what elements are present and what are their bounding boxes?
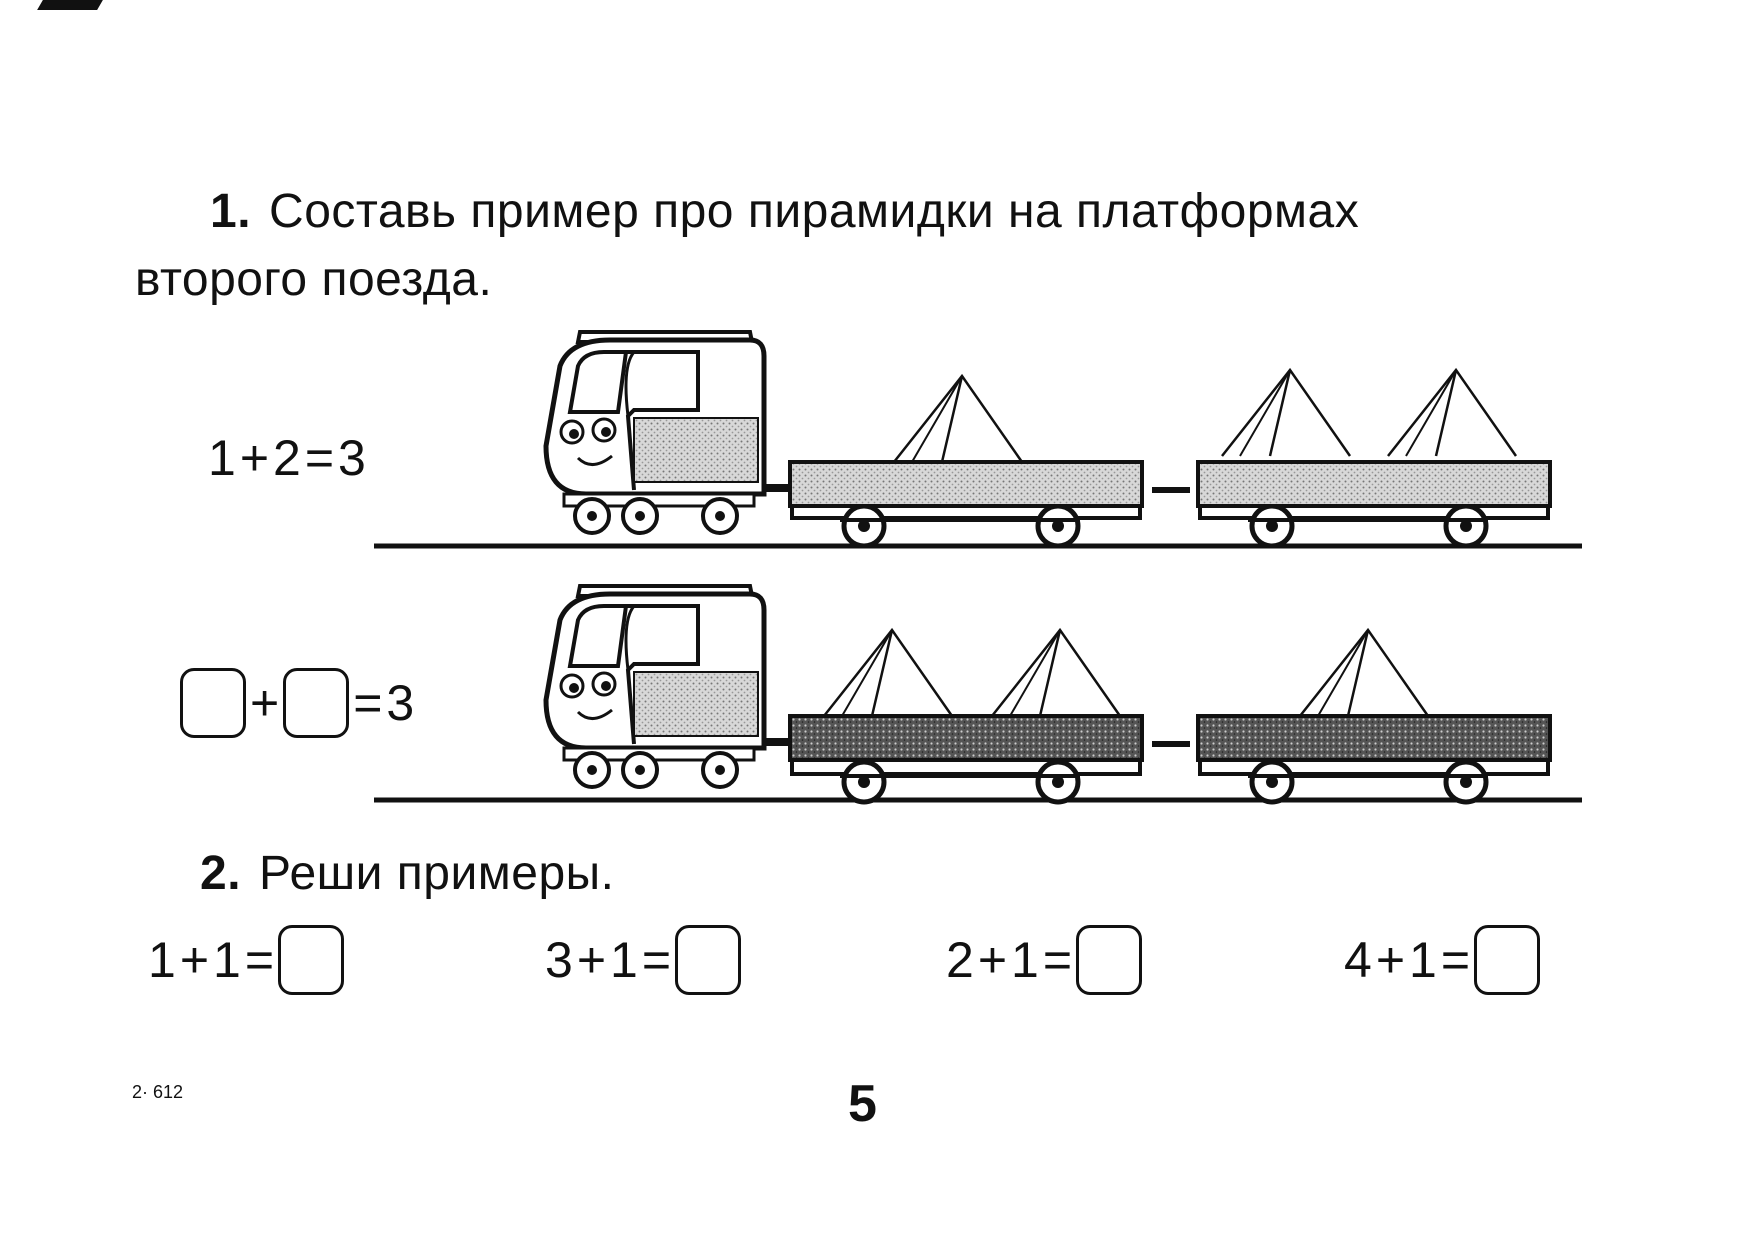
eq-result: 3 xyxy=(386,675,415,731)
print-code: 2· 612 xyxy=(132,1082,184,1102)
answer-box[interactable] xyxy=(283,668,350,738)
page-number: 5 xyxy=(848,1075,877,1133)
answer-box[interactable] xyxy=(1076,925,1143,995)
train1-equation: 1 + 2 = 3 xyxy=(208,428,366,488)
plus-sign: + xyxy=(179,932,210,988)
answer-box[interactable] xyxy=(1474,925,1541,995)
task1-heading: 1. Составь пример про пирамидки на платфо… xyxy=(210,180,1359,244)
equals-sign: = xyxy=(1042,932,1073,988)
platform-wagon xyxy=(1196,628,1552,802)
eq-operand: 1 xyxy=(610,932,638,988)
equals-sign: = xyxy=(304,430,335,486)
equals-sign: = xyxy=(244,932,275,988)
eq-operand: 1 xyxy=(1409,932,1437,988)
eq-operand: 4 xyxy=(1344,932,1372,988)
eq-operand: 1 xyxy=(213,932,241,988)
equals-sign: = xyxy=(641,932,672,988)
task2-example: 1 + 1 = xyxy=(148,925,345,995)
equals-sign: = xyxy=(1440,932,1471,988)
plus-sign: + xyxy=(977,932,1008,988)
task2-example: 4 + 1 = xyxy=(1344,925,1541,995)
equals-sign: = xyxy=(353,675,383,731)
train2-equation: + = 3 xyxy=(180,668,414,738)
plus-sign: + xyxy=(1375,932,1406,988)
task1-text-line2: второго поезда. xyxy=(135,253,493,306)
locomotive xyxy=(546,332,796,533)
answer-box[interactable] xyxy=(675,925,742,995)
task2-example: 3 + 1 = xyxy=(545,925,742,995)
task2-heading: 2. Реши примеры. xyxy=(200,842,615,906)
eq-operand: 3 xyxy=(545,932,573,988)
platform-wagon xyxy=(788,374,1144,546)
task1-number: 1. xyxy=(210,185,252,238)
eq-operand: 2 xyxy=(946,932,974,988)
task2-example: 2 + 1 = xyxy=(946,925,1143,995)
platform-wagon xyxy=(788,628,1144,802)
locomotive xyxy=(546,586,796,787)
eq-operand: 1 xyxy=(208,430,236,486)
eq-operand: 1 xyxy=(148,932,176,988)
plus-sign: + xyxy=(250,675,280,731)
eq-result: 3 xyxy=(338,430,366,486)
train-1 xyxy=(374,332,1582,549)
task2-number: 2. xyxy=(200,847,242,900)
task2-text: Реши примеры. xyxy=(259,847,615,900)
eq-operand: 1 xyxy=(1011,932,1039,988)
plus-sign: + xyxy=(239,430,270,486)
answer-box[interactable] xyxy=(180,668,246,738)
train-2 xyxy=(374,586,1582,802)
eq-operand: 2 xyxy=(273,430,301,486)
answer-box[interactable] xyxy=(278,925,345,995)
platform-wagon xyxy=(1196,368,1552,546)
scan-mark xyxy=(37,0,103,10)
task1-text-line1: Составь пример про пирамидки на платформ… xyxy=(269,185,1360,238)
plus-sign: + xyxy=(576,932,607,988)
